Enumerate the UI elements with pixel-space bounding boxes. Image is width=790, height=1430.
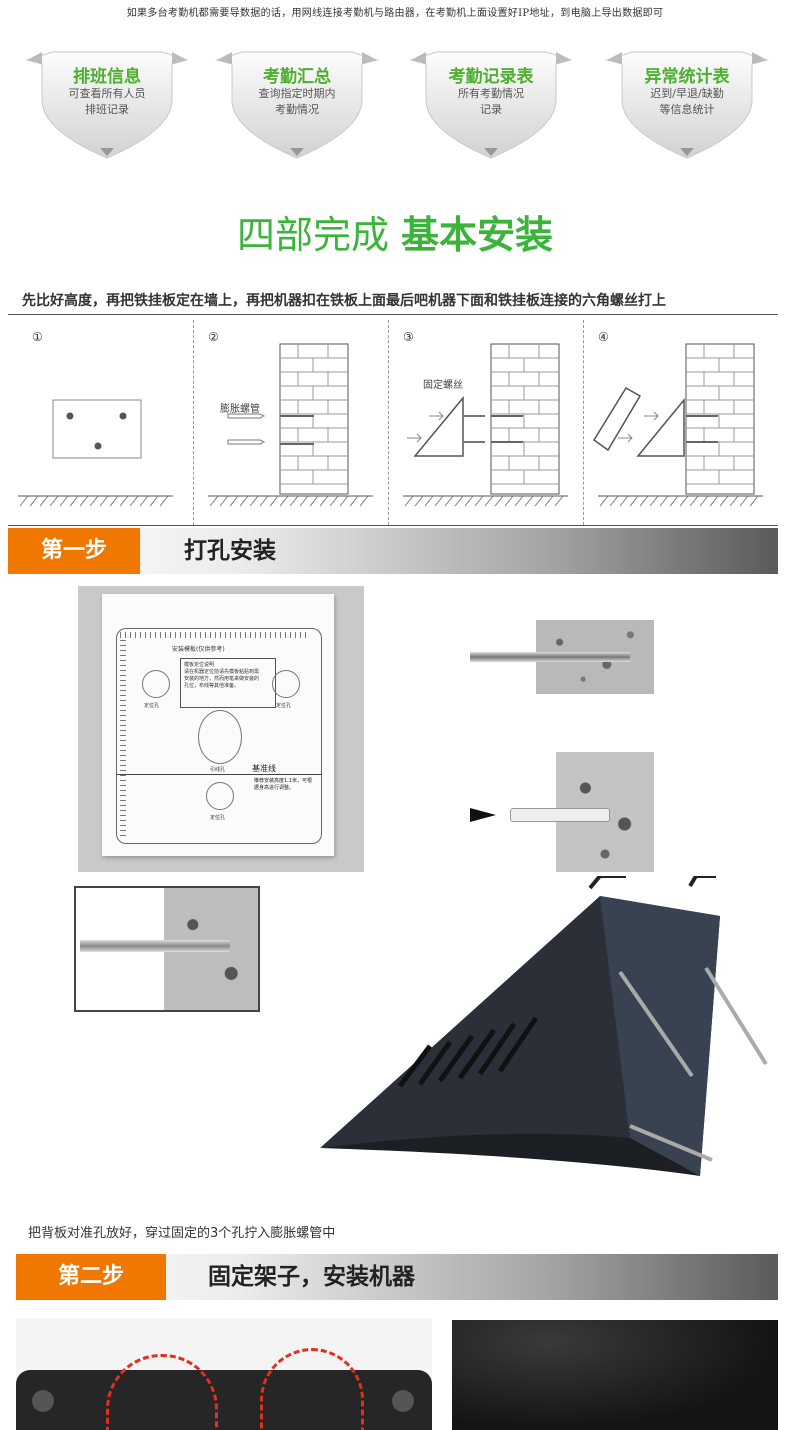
- feature-desc: 查询指定时期内 考勤情况: [212, 86, 382, 118]
- step2-tag: 第二步: [16, 1254, 166, 1300]
- feature-schedule: 排班信息 可查看所有人员 排班记录: [22, 30, 192, 160]
- step1-caption: 把背板对准孔放好，穿过固定的3个孔拧入膨胀螺管中: [28, 1226, 336, 1241]
- cable-hole-label: 引线孔: [210, 767, 226, 773]
- mount-hole-icon: [392, 1390, 414, 1412]
- diagram-panel-3: ③ 固定螺丝: [393, 320, 583, 525]
- install-title-light: 四部完成: [236, 213, 389, 257]
- install-title-bold: 基本安装: [401, 213, 554, 257]
- mount-hole-icon: [32, 1390, 54, 1412]
- anchor-illustration: [470, 752, 654, 872]
- anchor-label: 膨胀螺管: [220, 404, 260, 415]
- bracket-plate: [16, 1370, 432, 1430]
- panel-number: ④: [598, 330, 609, 344]
- arrow-right-icon: [470, 808, 496, 822]
- divider: [8, 314, 778, 315]
- shield-shape: [215, 51, 379, 159]
- panel-number: ③: [403, 330, 414, 344]
- diagram-panel-1: ①: [8, 320, 193, 525]
- panel-divider: [583, 320, 584, 525]
- diagram-panel-4: ④: [588, 320, 778, 525]
- feature-desc-line: 查询指定时期内: [258, 87, 336, 100]
- template-frame: [116, 628, 322, 844]
- top-note: 如果多台考勤机都需要导数据的话，用网线连接考勤机与路由器，在考勤机上面设置好IP…: [126, 8, 664, 19]
- panel-divider: [193, 320, 194, 525]
- expansion-anchor-icon: [510, 808, 610, 822]
- panel-number: ①: [32, 330, 43, 344]
- feature-desc: 迟到/早退/缺勤 等信息统计: [602, 86, 772, 118]
- height-note: 推荐安装高度1.1米，可根据身高进行调整。: [254, 778, 312, 791]
- template-note: 模板定位说明 请在机器定位前请先模板粘贴到需 安装的地方，然而用笔来做安装的 孔…: [180, 658, 276, 708]
- feature-title: 考勤记录表: [448, 67, 534, 87]
- mount-device-drawing: [592, 343, 763, 507]
- screw-label: 固定螺丝: [423, 380, 463, 391]
- positioning-hole-icon: [142, 670, 170, 698]
- highlight-circle: [106, 1354, 218, 1430]
- step1-header: 第一步 打孔安装: [8, 528, 778, 574]
- shield-shape: [409, 51, 573, 159]
- template-heading: 安装模板(仅供参考): [172, 646, 225, 653]
- template-sheet: 安装模板(仅供参考) 模板定位说明 请在机器定位前请先模板粘贴到需 安装的地方，…: [102, 594, 334, 856]
- feature-desc-line: 排班记录: [85, 103, 129, 116]
- feature-title: 排班信息: [73, 67, 141, 87]
- feature-desc-line: 记录: [480, 103, 502, 116]
- feature-desc-line: 考勤情况: [275, 103, 319, 116]
- step1-tag: 第一步: [8, 528, 140, 574]
- step2-header: 第二步 固定架子，安装机器: [8, 1254, 778, 1300]
- step1-title: 打孔安装: [184, 538, 276, 564]
- install-title: 四部完成 基本安装: [0, 204, 790, 259]
- hole-label: 定位孔: [276, 703, 292, 709]
- feature-title: 考勤汇总: [263, 67, 331, 87]
- drill-bit-icon: [470, 652, 630, 662]
- template-photo: 安装模板(仅供参考) 模板定位说明 请在机器定位前请先模板粘贴到需 安装的地方，…: [78, 586, 364, 872]
- template-note-line: 请在机器定位前请先模板粘贴到需: [184, 669, 260, 675]
- positioning-hole-icon: [272, 670, 300, 698]
- screwdriver-icon: [80, 940, 230, 952]
- panel-number: ②: [208, 330, 219, 344]
- baseline-label: 基准线: [252, 764, 276, 773]
- device-drawing: [320, 876, 768, 1176]
- feature-desc: 可查看所有人员 排班记录: [22, 86, 192, 118]
- shield-shape: [605, 51, 769, 159]
- baseline-line: [116, 774, 322, 775]
- template-drawing: [18, 399, 173, 507]
- divider: [8, 525, 778, 526]
- feature-exceptions: 异常统计表 迟到/早退/缺勤 等信息统计: [602, 30, 772, 160]
- feature-desc-line: 可查看所有人员: [68, 87, 146, 100]
- screw-illustration: [74, 886, 260, 1012]
- cable-hole-icon: [198, 710, 242, 764]
- device-backplate-photo: [300, 876, 786, 1236]
- device-surface: [452, 1320, 778, 1430]
- feature-desc-line: 迟到/早退/缺勤: [650, 87, 724, 100]
- feature-records: 考勤记录表 所有考勤情况 记录: [406, 30, 576, 160]
- panel-divider: [388, 320, 389, 525]
- feature-desc: 所有考勤情况 记录: [406, 86, 576, 118]
- top-ruler: [120, 632, 308, 638]
- feature-summary: 考勤汇总 查询指定时期内 考勤情况: [212, 30, 382, 160]
- feature-desc-line: 所有考勤情况: [458, 87, 524, 100]
- positioning-hole-icon: [206, 782, 234, 810]
- template-note-line: 模板定位说明: [184, 662, 215, 668]
- shield-shape: [25, 51, 189, 159]
- install-description: 先比好高度，再把铁挂板定在墙上，再把机器扣在铁板上面最后吧机器下面和铁挂板连接的…: [22, 293, 666, 309]
- feature-title: 异常统计表: [644, 67, 730, 87]
- highlight-circle: [260, 1348, 364, 1430]
- install-diagrams: ① ② 膨胀螺管: [8, 320, 778, 525]
- diagram-panel-2: ② 膨胀螺管: [198, 320, 388, 525]
- device-closeup-photo: [452, 1320, 778, 1430]
- feature-row: 排班信息 可查看所有人员 排班记录 考勤汇总 查询指定时期内 考勤情况 考勤记录…: [0, 30, 790, 170]
- wall-anchor-drawing: [208, 343, 373, 507]
- bracket-drawing: [403, 343, 568, 507]
- hole-label: 定位孔: [210, 815, 226, 821]
- feature-desc-line: 等信息统计: [659, 103, 715, 116]
- template-note-line: 孔位，布线等其他准备。: [184, 683, 240, 689]
- step2-title: 固定架子，安装机器: [208, 1264, 415, 1290]
- template-note-line: 安装的地方，然而用笔来做安装的: [184, 676, 260, 682]
- drill-illustration: [470, 620, 654, 694]
- hole-label: 定位孔: [144, 703, 160, 709]
- bracket-photo: [16, 1318, 432, 1430]
- side-ruler: [120, 640, 126, 840]
